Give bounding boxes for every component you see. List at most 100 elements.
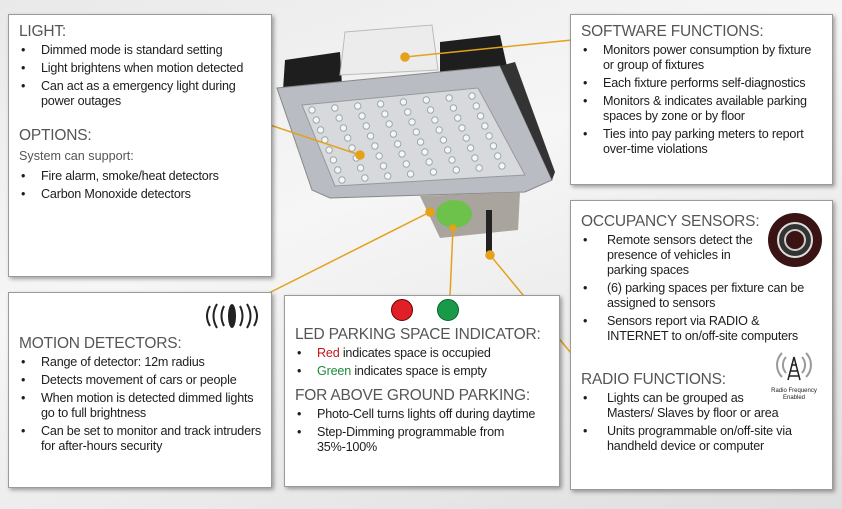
led-dot bbox=[334, 166, 342, 174]
led-dot bbox=[361, 174, 369, 182]
led-dot bbox=[354, 102, 362, 110]
motion-sensor-dome bbox=[436, 200, 472, 228]
options-item: Fire alarm, smoke/heat detectors bbox=[19, 169, 261, 184]
software-panel: SOFTWARE FUNCTIONS: Monitors power consu… bbox=[570, 14, 833, 185]
led-dot bbox=[325, 146, 333, 154]
led-dot bbox=[362, 122, 370, 130]
options-title: OPTIONS: bbox=[19, 127, 92, 144]
led-dot bbox=[485, 132, 493, 140]
light-options-panel: LIGHT: Dimmed mode is standard setting L… bbox=[8, 14, 272, 277]
led-dot bbox=[471, 154, 479, 162]
motion-item: Detects movement of cars or people bbox=[19, 373, 261, 388]
software-item: Monitors power consumption by fixture or… bbox=[581, 43, 822, 73]
radio-item: Units programmable on/off-site via handh… bbox=[581, 424, 822, 454]
led-dot bbox=[449, 104, 458, 112]
motion-waves-icon bbox=[206, 303, 258, 329]
led-dot bbox=[426, 106, 435, 114]
led-dot bbox=[412, 128, 420, 136]
led-dot bbox=[462, 134, 470, 142]
led-dot bbox=[402, 160, 410, 168]
led-indicator-panel: LED PARKING SPACE INDICATOR: Red indicat… bbox=[284, 295, 560, 487]
led-dot bbox=[335, 114, 343, 122]
fixture-side bbox=[500, 62, 555, 180]
led-dot bbox=[398, 150, 406, 158]
options-subtitle: System can support: bbox=[19, 149, 134, 163]
led-dot bbox=[308, 106, 316, 114]
led-dot bbox=[406, 170, 415, 178]
led-dot bbox=[366, 132, 375, 140]
above-item: Photo-Cell turns lights off during dayti… bbox=[295, 407, 549, 422]
red-word: Red bbox=[317, 346, 340, 360]
led-dot bbox=[489, 142, 498, 150]
green-word: Green bbox=[317, 364, 352, 378]
light-title: LIGHT: bbox=[19, 23, 67, 40]
above-item: Step-Dimming programmable from 35%-100% bbox=[295, 425, 549, 455]
led-dot bbox=[498, 162, 506, 170]
led-dot bbox=[454, 114, 462, 122]
led-dot bbox=[358, 112, 366, 120]
led-item-red: Red indicates space is occupied bbox=[295, 346, 549, 361]
led-dot bbox=[371, 142, 379, 150]
led-dot bbox=[312, 116, 320, 124]
led-dot bbox=[376, 100, 385, 108]
motion-title: MOTION DETECTORS: bbox=[19, 335, 182, 352]
led-dot bbox=[425, 158, 433, 166]
led-dot bbox=[379, 162, 388, 170]
led-dot bbox=[339, 124, 348, 132]
software-item: Each fixture performs self-diagnostics bbox=[581, 76, 822, 91]
software-title: SOFTWARE FUNCTIONS: bbox=[581, 23, 764, 40]
led-dot bbox=[331, 104, 339, 112]
led-dot bbox=[399, 98, 408, 106]
led-dot bbox=[416, 138, 425, 146]
light-item: Can act as a emergency light during powe… bbox=[19, 79, 261, 109]
led-dot bbox=[494, 152, 502, 160]
led-dot bbox=[444, 146, 452, 154]
led-dot bbox=[338, 176, 346, 184]
red-indicator-icon bbox=[391, 299, 413, 321]
led-dot bbox=[394, 140, 402, 148]
led-dot bbox=[435, 126, 443, 134]
led-dot bbox=[476, 112, 485, 120]
software-item: Monitors & indicates available parking s… bbox=[581, 94, 822, 124]
occupancy-item: Remote sensors detect the presence of ve… bbox=[581, 233, 822, 278]
led-dot bbox=[466, 144, 475, 152]
light-item: Light brightens when motion detected bbox=[19, 61, 261, 76]
radio-item: Lights can be grouped as Masters/ Slaves… bbox=[581, 391, 822, 421]
led-dot bbox=[452, 166, 460, 174]
led-dot bbox=[404, 108, 412, 116]
motion-panel: MOTION DETECTORS: Range of detector: 12m… bbox=[8, 292, 272, 488]
software-item: Ties into pay parking meters to report o… bbox=[581, 127, 822, 157]
occupancy-item: Sensors report via RADIO & INTERNET to o… bbox=[581, 314, 822, 344]
radio-title: RADIO FUNCTIONS: bbox=[581, 371, 726, 388]
motion-item: Range of detector: 12m radius bbox=[19, 355, 261, 370]
green-desc: indicates space is empty bbox=[351, 364, 487, 378]
led-dot bbox=[356, 164, 365, 172]
motion-item: Can be set to monitor and track intruder… bbox=[19, 424, 261, 454]
led-dot bbox=[472, 102, 480, 110]
occupancy-radio-panel: OCCUPANCY SENSORS: Remote sensors detect… bbox=[570, 200, 833, 490]
led-dot bbox=[344, 134, 352, 142]
led-dot bbox=[439, 136, 448, 144]
led-dot bbox=[329, 156, 338, 164]
heatsink-left bbox=[283, 52, 342, 90]
led-dot bbox=[448, 156, 456, 164]
led-item-green: Green indicates space is empty bbox=[295, 364, 549, 379]
led-dot bbox=[389, 130, 398, 138]
led-dot bbox=[431, 116, 439, 124]
red-desc: indicates space is occupied bbox=[339, 346, 491, 360]
green-indicator-icon bbox=[437, 299, 459, 321]
led-title: LED PARKING SPACE INDICATOR: bbox=[295, 326, 541, 343]
led-dot bbox=[348, 144, 356, 152]
radio-tower-graphic bbox=[776, 352, 812, 381]
led-dot bbox=[384, 172, 392, 180]
led-dot bbox=[316, 126, 325, 134]
above-ground-title: FOR ABOVE GROUND PARKING: bbox=[295, 387, 531, 404]
led-dot bbox=[445, 94, 453, 102]
options-item: Carbon Monoxide detectors bbox=[19, 187, 261, 202]
led-dot bbox=[408, 118, 416, 126]
led-dot bbox=[421, 148, 429, 156]
antenna bbox=[486, 210, 492, 255]
led-dot bbox=[458, 124, 466, 132]
led-dot bbox=[468, 92, 476, 100]
led-dot bbox=[422, 96, 430, 104]
